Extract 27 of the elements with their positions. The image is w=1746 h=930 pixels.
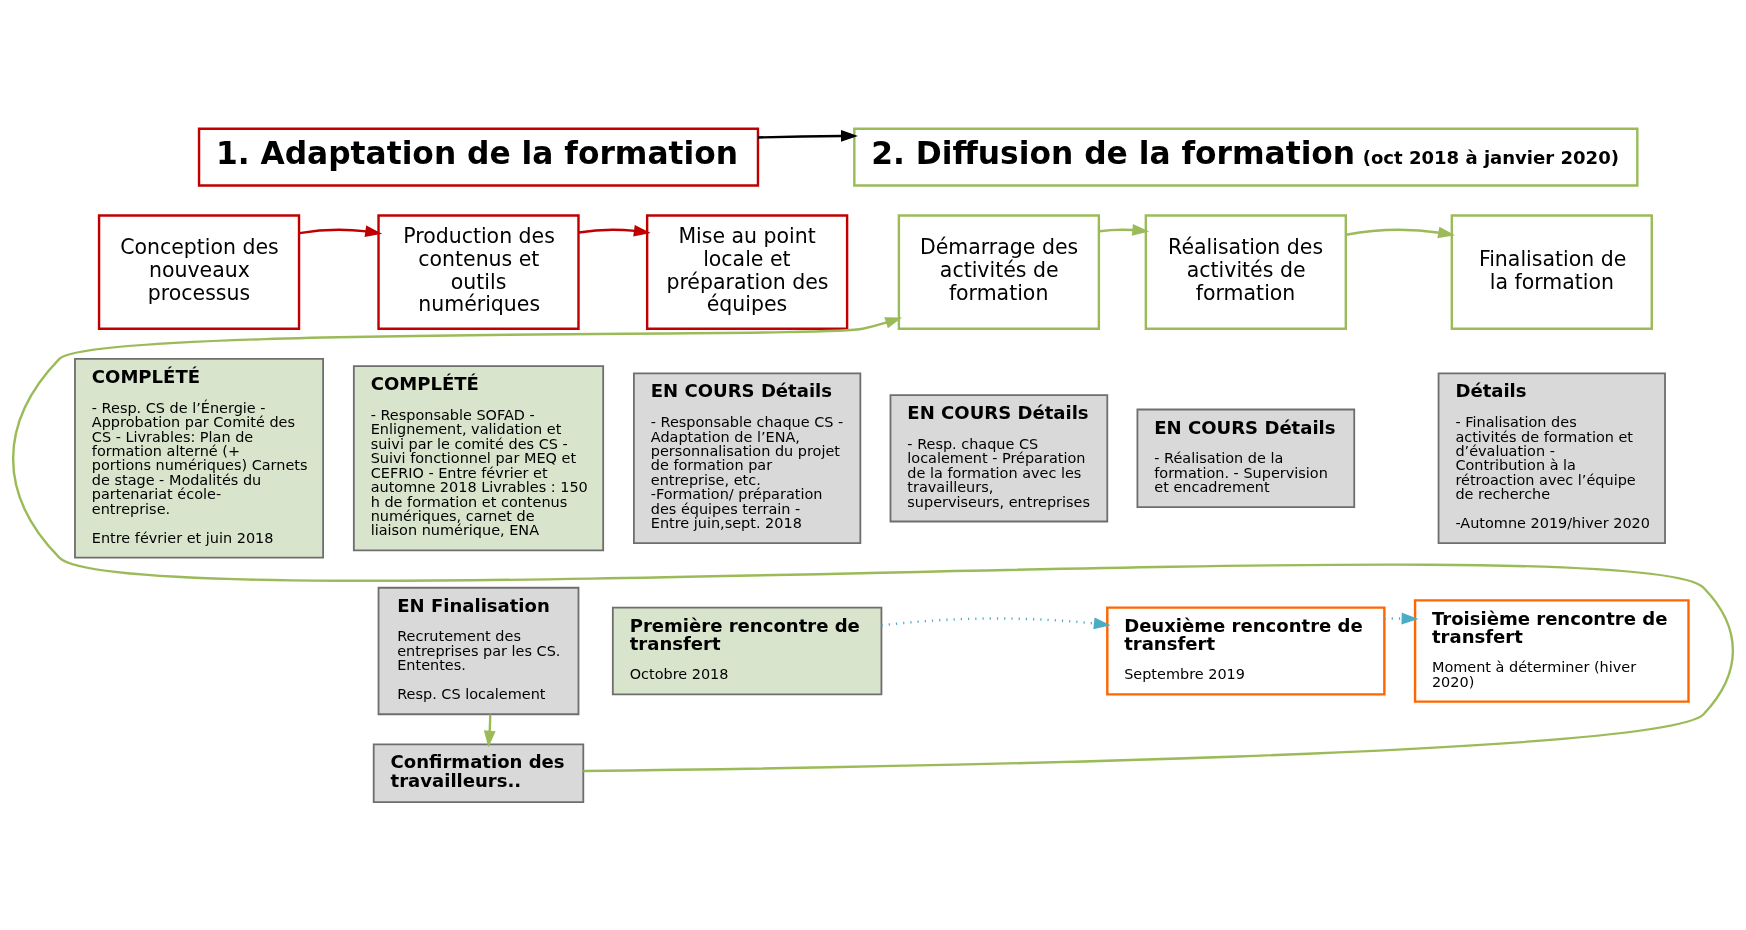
- arrow: [1099, 223, 1150, 236]
- node-box: Détails - Finalisation des activités de formation et d’évaluation - Contribution à la rétroaction avec l’équipe de recherche -Automne 2019/hiver 2020: [1437, 371, 1666, 544]
- node-box: Troisième rencontre de transfert Moment à déterminer (hiver 2020): [1413, 598, 1690, 703]
- node-box: Première rencontre de transfert Octobre 2018: [611, 606, 883, 695]
- arrow: [757, 129, 858, 142]
- node-box: EN COURS Détails - Réalisation de la formation. - Supervision et encadrement: [1136, 408, 1356, 508]
- node-box: EN COURS Détails - Responsable chaque CS - Adaptation de l’ENA, personnalisation du projet de formation par entreprise, etc. -Formation/ préparation des équipes terrain - Entre juin,sept. 2018: [633, 371, 862, 544]
- node-box: Deuxième rencontre de transfert Septembre 2019: [1106, 605, 1386, 696]
- node-box: Conception des nouveaux processus: [97, 213, 301, 330]
- arrow: [1346, 226, 1455, 238]
- arrow: [13, 316, 1732, 772]
- node-box: Mise au point locale et préparation des équipes: [645, 213, 849, 330]
- node-box: 2. Diffusion de la formation (oct 2018 à janvier 2020): [853, 127, 1639, 187]
- node-box: Production des contenus et outils numériques: [377, 213, 580, 330]
- node-box: Réalisation des activités de formation: [1144, 213, 1347, 330]
- node-box: COMPLÉTÉ - Responsable SOFAD - Enlignement, validation et suivi par le comité des CS - Suivi fonctionnel par MEQ et CEFRIO - Entre février et automne 2018 Livrables : 150 h de formation et contenus numériques, carnet de liaison numérique, ENA: [352, 364, 605, 551]
- arrow: [881, 616, 1111, 629]
- node-box: EN Finalisation Recrutement des entreprises par les CS. Ententes. Resp. CS localement: [377, 586, 580, 715]
- node-box: COMPLÉTÉ - Resp. CS de l’Énergie - Approbation par Comité des CS - Livrables: Plan de formation alterné (+ portions numériques) Carnets de stage - Modalités du partenariat école-entreprise. Entre février et juin 2018: [74, 357, 324, 559]
- arrow: [578, 224, 651, 237]
- node-box: Confirmation des travailleurs..: [372, 742, 585, 803]
- node-box: EN COURS Détails - Resp. chaque CS localement - Préparation de la formation avec les travailleurs, superviseurs, entreprises: [889, 393, 1109, 522]
- arrow: [299, 224, 383, 237]
- node-box: Démarrage des activités de formation: [897, 213, 1101, 330]
- arrow: [1384, 612, 1419, 624]
- node-box: Finalisation de la formation: [1450, 213, 1653, 330]
- node-box: 1. Adaptation de la formation: [197, 127, 760, 187]
